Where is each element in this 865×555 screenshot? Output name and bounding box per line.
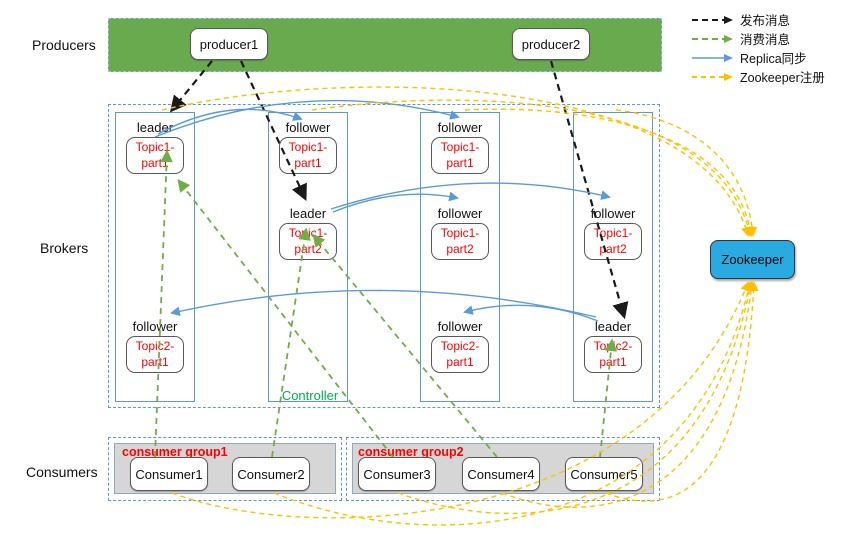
- consumer5-node: Consumer5: [565, 457, 643, 491]
- legend-replica-label: Replica同步: [740, 52, 807, 66]
- legend-replica: Replica同步: [690, 48, 862, 67]
- partition-role: leader: [136, 120, 174, 135]
- partition-role: follower: [437, 319, 483, 334]
- consumer3-node: Consumer3: [358, 457, 436, 491]
- partition-b1-topic2-part1: follower Topic2-part1: [123, 319, 187, 374]
- partition-role: follower: [437, 120, 483, 135]
- controller-label: Controller: [281, 388, 339, 403]
- publish-arrow-icon: [692, 15, 733, 24]
- partition-box: Topic2-part1: [431, 336, 489, 374]
- partition-box: Topic1-part2: [431, 223, 489, 261]
- partition-role: follower: [437, 206, 483, 221]
- partition-box: Topic1-part1: [431, 137, 489, 175]
- partition-b3-topic1-part2: follower Topic1-part2: [428, 206, 492, 261]
- legend-zookeeper-label: Zookeeper注册: [740, 71, 825, 85]
- legend-consume-label: 消费消息: [740, 33, 791, 47]
- partition-box: Topic2-part1: [126, 336, 184, 374]
- consume-arrow-icon: [692, 34, 733, 43]
- consumer2-label: Consumer2: [237, 466, 305, 482]
- partition-b2-topic1-part1: follower Topic1-part1: [276, 120, 340, 175]
- consumer5-label: Consumer5: [570, 466, 638, 482]
- partition-box: Topic1-part2: [584, 223, 642, 261]
- producer2-label: producer2: [521, 36, 581, 52]
- consumer1-label: Consumer1: [135, 466, 203, 482]
- consumer3-label: Consumer3: [363, 466, 431, 482]
- brokers-section-label: Brokers: [40, 240, 89, 256]
- consumers-section-label: Consumers: [26, 464, 98, 480]
- consumer4-node: Consumer4: [462, 457, 540, 491]
- consumer1-node: Consumer1: [130, 457, 208, 491]
- partition-b3-topic2-part1: follower Topic2-part1: [428, 319, 492, 374]
- partition-role: follower: [132, 319, 178, 334]
- partition-b1-topic1-part1: leader Topic1-part1: [123, 120, 187, 175]
- zookeeper-label: Zookeeper: [721, 252, 784, 267]
- producer2-node: producer2: [512, 28, 590, 60]
- partition-role: follower: [285, 120, 331, 135]
- partition-box: Topic2-part1: [584, 336, 642, 374]
- consumer2-node: Consumer2: [232, 457, 310, 491]
- legend: 发布消息 消费消息 Replica同步 Zookeeper注册: [690, 10, 862, 86]
- partition-b2-topic1-part2: leader Topic1-part2: [276, 206, 340, 261]
- legend-consume: 消费消息: [690, 29, 862, 48]
- producer1-label: producer1: [199, 36, 259, 52]
- partition-b4-topic1-part2: follower Topic1-part2: [581, 206, 645, 261]
- replica-arrow-icon: [692, 53, 733, 62]
- producers-section-label: Producers: [32, 37, 96, 53]
- producer1-node: producer1: [190, 28, 268, 60]
- partition-box: Topic1-part1: [279, 137, 337, 175]
- legend-publish: 发布消息: [690, 10, 862, 29]
- zookeeper-node: Zookeeper: [710, 240, 795, 279]
- legend-zookeeper: Zookeeper注册: [690, 67, 862, 86]
- partition-role: leader: [289, 206, 327, 221]
- partition-role: leader: [594, 319, 632, 334]
- zookeeper-arrow-icon: [692, 72, 733, 81]
- partition-role: follower: [590, 206, 636, 221]
- partition-box: Topic1-part1: [126, 137, 184, 175]
- partition-b4-topic2-part1: leader Topic2-part1: [581, 319, 645, 374]
- partition-box: Topic1-part2: [279, 223, 337, 261]
- partition-b3-topic1-part1: follower Topic1-part1: [428, 120, 492, 175]
- consumer4-label: Consumer4: [467, 466, 535, 482]
- legend-publish-label: 发布消息: [740, 14, 791, 28]
